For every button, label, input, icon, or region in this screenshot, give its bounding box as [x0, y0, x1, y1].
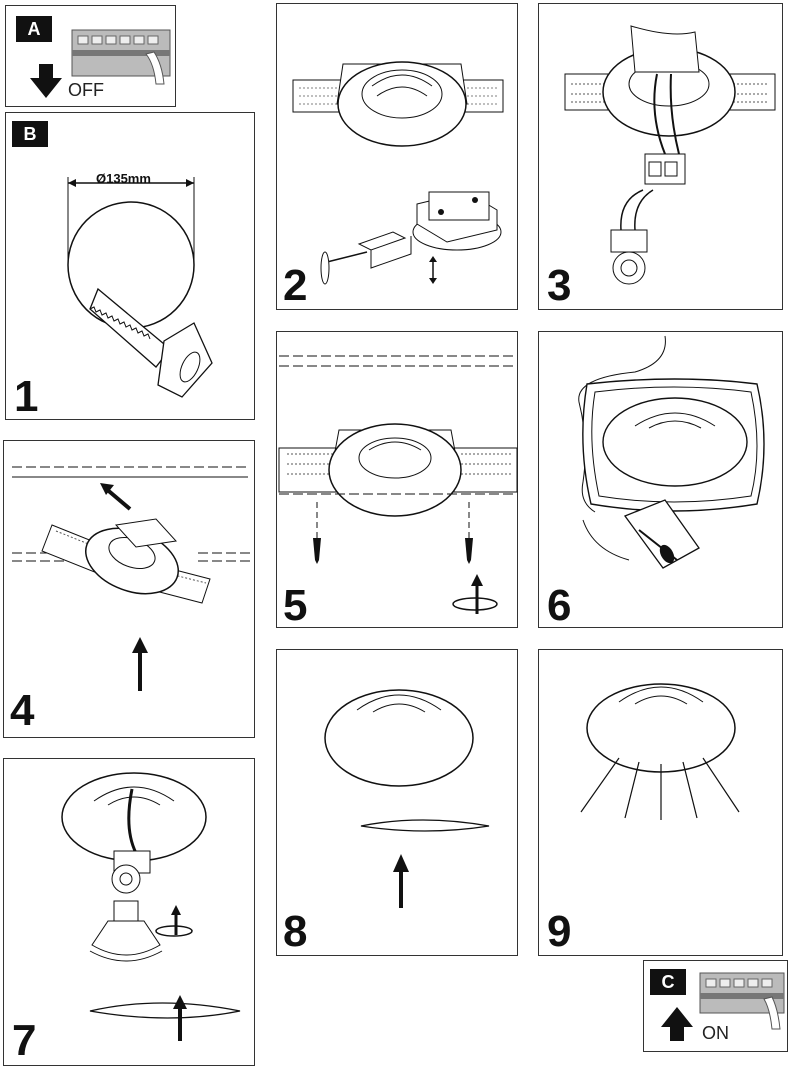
panel-step-4: 4 — [3, 440, 255, 738]
step-number-6: 6 — [547, 581, 572, 630]
panel-a: A OFF — [5, 5, 176, 107]
screw-fix-illustration — [278, 355, 518, 614]
bulb-install-illustration — [61, 772, 241, 1041]
cutout-saw-illustration — [67, 177, 213, 398]
panel-step-7: 7 — [3, 758, 255, 1066]
off-label: OFF — [68, 80, 104, 100]
trim-ring-illustration — [324, 689, 490, 908]
step-number-3: 3 — [547, 261, 572, 310]
step-number-8: 8 — [283, 907, 308, 956]
step-badge-a: A — [16, 16, 52, 42]
panel-step-9: 9 — [538, 649, 783, 956]
arrow-up-icon — [661, 1007, 693, 1041]
wiring-illustration — [564, 25, 776, 285]
panel-step-5: 5 — [276, 331, 518, 628]
step-number-5: 5 — [283, 581, 308, 630]
panel-step-6: 6 — [538, 331, 783, 628]
step-number-2: 2 — [283, 261, 308, 310]
arrow-down-icon — [30, 64, 62, 98]
recess-plaster-illustration — [292, 61, 504, 285]
panel-c: C ON — [643, 960, 788, 1052]
step-badge-b: B — [12, 121, 48, 147]
light-on-illustration — [580, 683, 740, 820]
panel-step-2: 2 — [276, 3, 518, 310]
plaster-finish-illustration — [578, 335, 765, 569]
panel-step-3: 3 — [538, 3, 783, 310]
panel-step-1: B Ø135mm 1 — [5, 112, 255, 420]
circuit-breaker-icon — [699, 972, 785, 1030]
step-number-9: 9 — [547, 907, 572, 956]
on-label: ON — [702, 1023, 729, 1043]
step-number-7: 7 — [12, 1016, 37, 1065]
step-badge-c: C — [650, 969, 686, 995]
circuit-breaker-icon — [71, 29, 171, 85]
insert-ceiling-illustration — [12, 466, 250, 691]
step-number-1: 1 — [14, 372, 39, 421]
panel-step-8: 8 — [276, 649, 518, 956]
step-number-4: 4 — [10, 686, 35, 735]
